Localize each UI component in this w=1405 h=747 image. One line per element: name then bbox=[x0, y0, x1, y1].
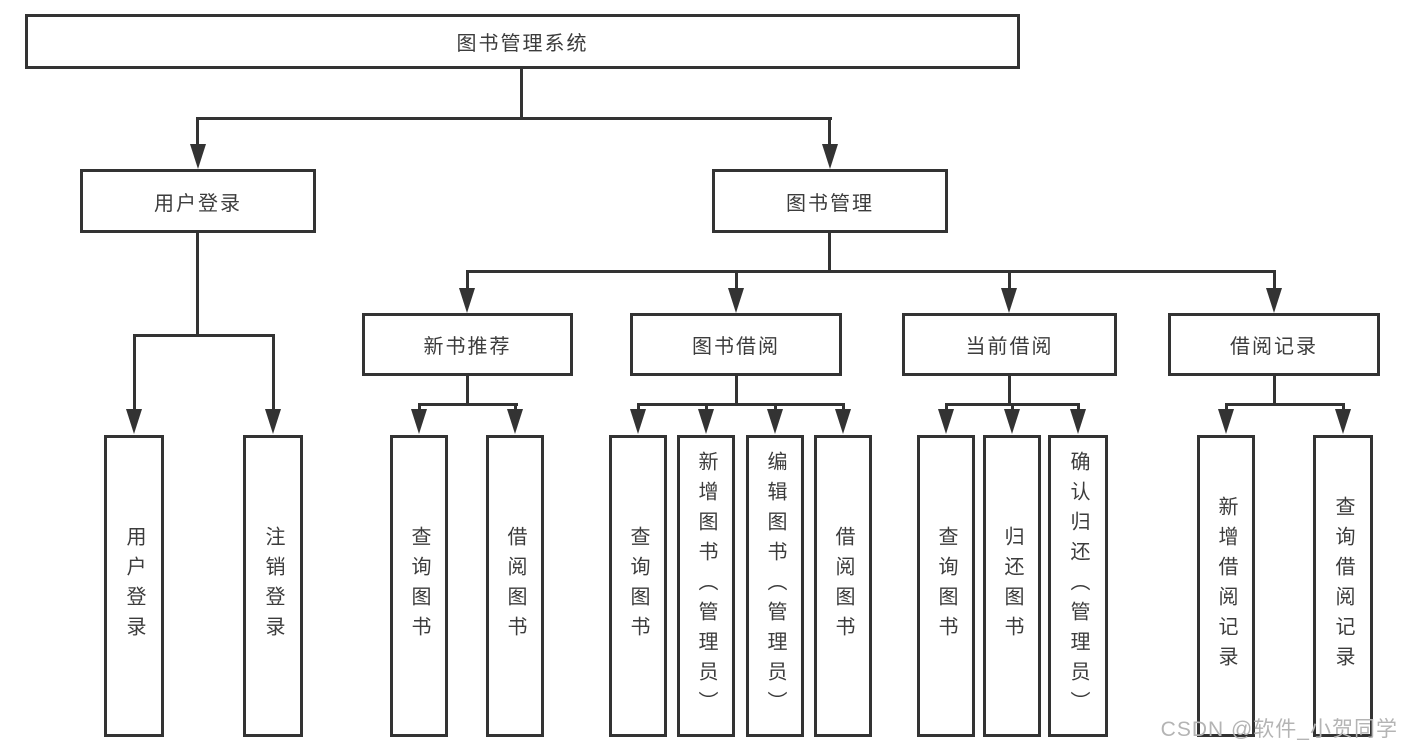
leaf-add-books-admin-label: 新增图书（管理员） bbox=[695, 451, 717, 721]
leaf-borrow-books-recommend-label: 借阅图书 bbox=[504, 526, 526, 646]
connector-line bbox=[418, 403, 421, 412]
arrow-down-icon bbox=[1266, 288, 1282, 313]
connector-line bbox=[1008, 270, 1011, 292]
node-library-system: 图书管理系统 bbox=[25, 14, 1020, 69]
watermark: CSDN @软件_小贺同学 bbox=[1160, 718, 1398, 741]
arrow-down-icon bbox=[459, 288, 475, 313]
connector-line bbox=[466, 376, 469, 406]
node-book-borrowing: 图书借阅 bbox=[630, 313, 842, 376]
node-library-system-label: 图书管理系统 bbox=[456, 33, 589, 55]
connector-line bbox=[735, 376, 738, 406]
node-current-borrowing-label: 当前借阅 bbox=[965, 336, 1054, 358]
connector-line bbox=[520, 68, 523, 120]
leaf-query-books-recommend: 查询图书 bbox=[390, 435, 448, 737]
leaf-add-borrow-record: 新增借阅记录 bbox=[1197, 435, 1255, 737]
leaf-query-books-borrowing: 查询图书 bbox=[609, 435, 667, 737]
arrow-down-icon bbox=[1070, 409, 1086, 434]
leaf-return-books-label: 归还图书 bbox=[1001, 526, 1023, 646]
arrow-down-icon bbox=[630, 409, 646, 434]
connector-line bbox=[1273, 376, 1276, 406]
arrow-down-icon bbox=[1218, 409, 1234, 434]
leaf-query-borrow-record: 查询借阅记录 bbox=[1313, 435, 1373, 737]
arrow-down-icon bbox=[767, 409, 783, 434]
leaf-query-books-recommend-label: 查询图书 bbox=[408, 526, 430, 646]
connector-line bbox=[466, 270, 1276, 273]
node-book-management: 图书管理 bbox=[712, 169, 948, 233]
arrow-down-icon bbox=[126, 409, 142, 434]
node-borrowing-records-label: 借阅记录 bbox=[1230, 336, 1318, 358]
connector-line bbox=[133, 334, 136, 412]
arrow-down-icon bbox=[822, 144, 838, 169]
connector-line bbox=[828, 233, 831, 273]
leaf-confirm-return-admin: 确认归还（管理员） bbox=[1048, 435, 1108, 737]
leaf-return-books: 归还图书 bbox=[983, 435, 1041, 737]
arrow-down-icon bbox=[1335, 409, 1351, 434]
node-borrowing-records: 借阅记录 bbox=[1168, 313, 1380, 376]
connector-line bbox=[1342, 403, 1345, 412]
connector-line bbox=[774, 403, 777, 412]
connector-line bbox=[945, 403, 948, 412]
arrow-down-icon bbox=[190, 144, 206, 169]
arrow-down-icon bbox=[265, 409, 281, 434]
leaf-query-books-current: 查询图书 bbox=[917, 435, 975, 737]
arrow-down-icon bbox=[507, 409, 523, 434]
connector-line bbox=[828, 117, 831, 147]
connector-line bbox=[637, 403, 845, 406]
connector-line bbox=[637, 403, 640, 412]
arrow-down-icon bbox=[938, 409, 954, 434]
connector-line bbox=[705, 403, 708, 412]
leaf-borrow-books-borrowing-label: 借阅图书 bbox=[832, 526, 854, 646]
leaf-edit-books-admin-label: 编辑图书（管理员） bbox=[764, 451, 786, 721]
connector-line bbox=[1077, 403, 1080, 412]
node-book-management-label: 图书管理 bbox=[786, 192, 874, 215]
connector-line bbox=[1273, 270, 1276, 292]
leaf-logout: 注销登录 bbox=[243, 435, 303, 737]
leaf-add-borrow-record-label: 新增借阅记录 bbox=[1215, 496, 1237, 676]
node-book-borrowing-label: 图书借阅 bbox=[692, 336, 780, 358]
arrow-down-icon bbox=[698, 409, 714, 434]
leaf-confirm-return-admin-label: 确认归还（管理员） bbox=[1067, 451, 1089, 721]
connector-line bbox=[133, 334, 275, 337]
leaf-edit-books-admin: 编辑图书（管理员） bbox=[746, 435, 804, 737]
node-new-book-recommendation: 新书推荐 bbox=[362, 313, 573, 376]
leaf-add-books-admin: 新增图书（管理员） bbox=[677, 435, 735, 737]
connector-line bbox=[196, 117, 199, 147]
arrow-down-icon bbox=[835, 409, 851, 434]
arrow-down-icon bbox=[1001, 288, 1017, 313]
connector-line bbox=[196, 233, 199, 337]
arrow-down-icon bbox=[1004, 409, 1020, 434]
leaf-query-borrow-record-label: 查询借阅记录 bbox=[1332, 496, 1354, 676]
node-user-login: 用户登录 bbox=[80, 169, 316, 233]
connector-line bbox=[418, 403, 518, 406]
node-current-borrowing: 当前借阅 bbox=[902, 313, 1117, 376]
connector-line bbox=[466, 270, 469, 292]
connector-line bbox=[735, 270, 738, 292]
connector-line bbox=[842, 403, 845, 412]
node-new-book-recommendation-label: 新书推荐 bbox=[423, 336, 512, 358]
connector-line bbox=[1225, 403, 1228, 412]
leaf-user-login: 用户登录 bbox=[104, 435, 164, 737]
connector-line bbox=[196, 117, 832, 120]
arrow-down-icon bbox=[728, 288, 744, 313]
connector-line bbox=[272, 334, 275, 412]
connector-line bbox=[1011, 403, 1014, 412]
leaf-query-books-current-label: 查询图书 bbox=[935, 526, 957, 646]
leaf-query-books-borrowing-label: 查询图书 bbox=[627, 526, 649, 646]
leaf-logout-label: 注销登录 bbox=[262, 526, 284, 646]
leaf-borrow-books-borrowing: 借阅图书 bbox=[814, 435, 872, 737]
node-user-login-label: 用户登录 bbox=[154, 192, 242, 215]
leaf-borrow-books-recommend: 借阅图书 bbox=[486, 435, 544, 737]
leaf-user-login-label: 用户登录 bbox=[123, 526, 145, 646]
connector-line bbox=[514, 403, 517, 412]
arrow-down-icon bbox=[411, 409, 427, 434]
connector-line bbox=[1008, 376, 1011, 406]
connector-line bbox=[1225, 403, 1345, 406]
